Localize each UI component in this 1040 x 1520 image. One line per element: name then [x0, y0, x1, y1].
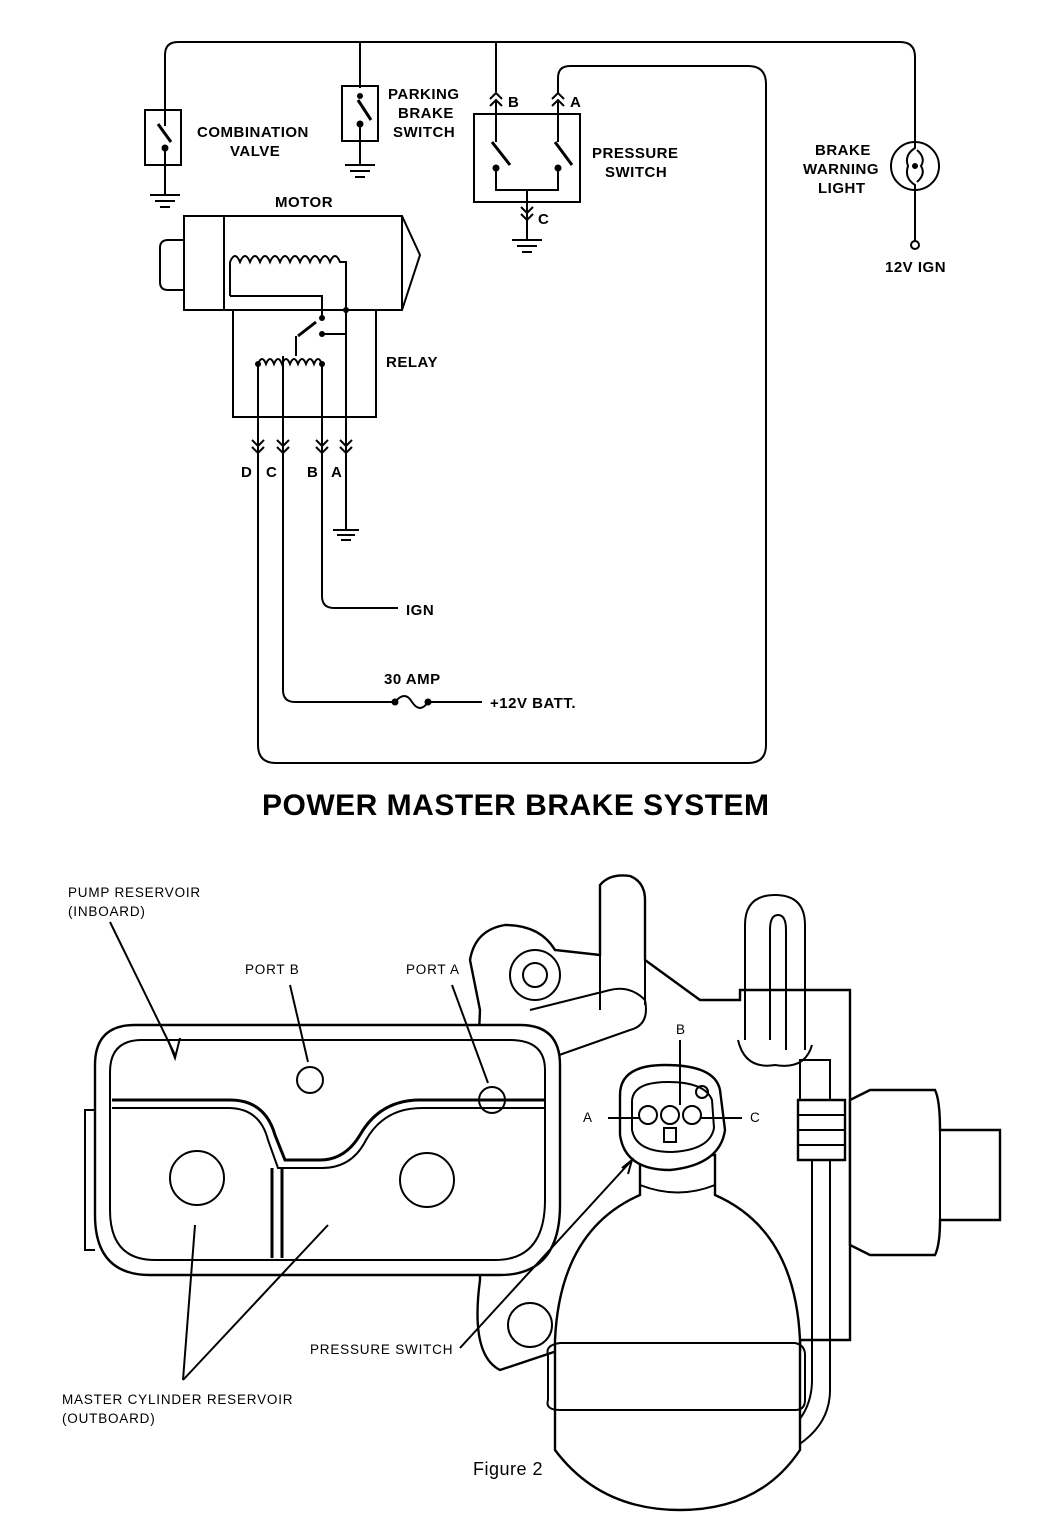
pushrod-housing	[848, 1088, 1002, 1257]
pressure-switch-leader	[459, 1159, 633, 1349]
combination-valve	[144, 109, 182, 208]
reservoir-divider	[112, 1098, 545, 1162]
master-cylinder-label-2: (OUTBOARD)	[62, 1411, 156, 1426]
combination-valve-label-1: COMBINATION	[197, 124, 309, 141]
ign-12v-label: 12V IGN	[885, 259, 946, 276]
brake-warning-light	[890, 140, 940, 250]
reservoir-split	[270, 1168, 284, 1258]
relay-box	[232, 309, 377, 418]
parking-switch-label-1: PARKING	[388, 86, 460, 103]
pressure-switch-terminal-a: A	[570, 94, 581, 111]
pump-reservoir-label-1: PUMP RESERVOIR	[68, 885, 201, 900]
port-a-label: PORT A	[406, 962, 460, 977]
pump-reservoir-label-2: (INBOARD)	[68, 904, 146, 919]
port-b-hole	[296, 1066, 324, 1094]
accumulator	[553, 1153, 802, 1512]
battery-label: +12V BATT.	[490, 695, 576, 712]
accumulator-band	[546, 1342, 806, 1411]
pressure-switch-terminal-b: B	[508, 94, 519, 111]
pressure-switch-terminal-c: C	[538, 211, 549, 228]
relay-label: RELAY	[386, 354, 438, 371]
relay-terminal-c: C	[266, 464, 277, 481]
motor-end-cap	[159, 239, 184, 291]
pump-reservoir-leader	[109, 921, 176, 1056]
connector-pin-b	[660, 1105, 680, 1125]
relay-coil	[257, 358, 323, 367]
pressure-switch-box	[473, 113, 581, 203]
port-b-label: PORT B	[245, 962, 300, 977]
combination-valve-label-2: VALVE	[230, 143, 280, 160]
connector-pin-c	[682, 1105, 702, 1125]
diagram-title: POWER MASTER BRAKE SYSTEM	[262, 789, 770, 822]
connector-label-c: C	[750, 1110, 761, 1125]
pressure-switch-label: PRESSURE SWITCH	[310, 1342, 453, 1357]
relay-terminal-d: D	[241, 464, 252, 481]
connector-label-a: A	[583, 1110, 593, 1125]
pressure-switch-label-1: PRESSURE	[592, 145, 679, 162]
master-cylinder-label-1: MASTER CYLINDER RESERVOIR	[62, 1392, 293, 1407]
master-cylinder-cap-right	[399, 1152, 455, 1208]
u-tube-inner	[769, 913, 787, 1050]
warning-light-label-1: BRAKE	[815, 142, 871, 159]
pump-hose	[529, 987, 647, 1061]
combination-valve-box	[144, 109, 182, 166]
reservoir-inner	[109, 1039, 546, 1261]
top-bus-wire	[164, 41, 916, 140]
connector-pin-a	[638, 1105, 658, 1125]
pressure-switch-connector	[618, 1063, 727, 1172]
motor: MOTOR	[159, 194, 422, 316]
connector-housing	[618, 1063, 727, 1172]
pressure-switch-label-2: SWITCH	[605, 164, 667, 181]
warning-light-label-3: LIGHT	[818, 180, 866, 197]
wiring-schematic: COMBINATION VALVE PARKING BRAKE SWITCH	[144, 41, 946, 764]
master-cylinder-illustration: B A C	[84, 874, 1002, 1512]
port-a-leader	[451, 984, 489, 1084]
fuse-label: 30 AMP	[384, 671, 441, 688]
master-cyl-leader-2	[182, 1224, 329, 1381]
pressure-switch-return-wire	[257, 65, 767, 764]
ign-wire	[321, 453, 398, 609]
port-b-leader	[289, 984, 309, 1063]
battery-wire	[282, 453, 395, 703]
relay-terminal-b: B	[307, 464, 318, 481]
port-a-hole	[478, 1086, 506, 1114]
u-tube-outer	[744, 893, 806, 1050]
warning-light-label-2: WARNING	[803, 161, 879, 178]
master-cyl-leader-1	[182, 1224, 196, 1381]
fuse-symbol	[394, 695, 429, 709]
motor-body	[183, 215, 422, 311]
connector-label-b: B	[676, 1022, 686, 1037]
parking-switch-label-2: BRAKE	[398, 105, 454, 122]
motor-label: MOTOR	[275, 194, 333, 211]
motor-winding	[229, 255, 347, 310]
relay: RELAY	[232, 309, 438, 455]
pressure-switch-schematic	[473, 91, 581, 253]
figure-caption: Figure 2	[473, 1459, 543, 1479]
parking-switch-label-3: SWITCH	[393, 124, 455, 141]
parking-brake-switch	[341, 85, 379, 178]
reservoir-outer	[93, 1023, 562, 1277]
master-cylinder-cap-left	[169, 1150, 225, 1206]
ign-label: IGN	[406, 602, 434, 619]
relay-terminal-a: A	[331, 464, 342, 481]
